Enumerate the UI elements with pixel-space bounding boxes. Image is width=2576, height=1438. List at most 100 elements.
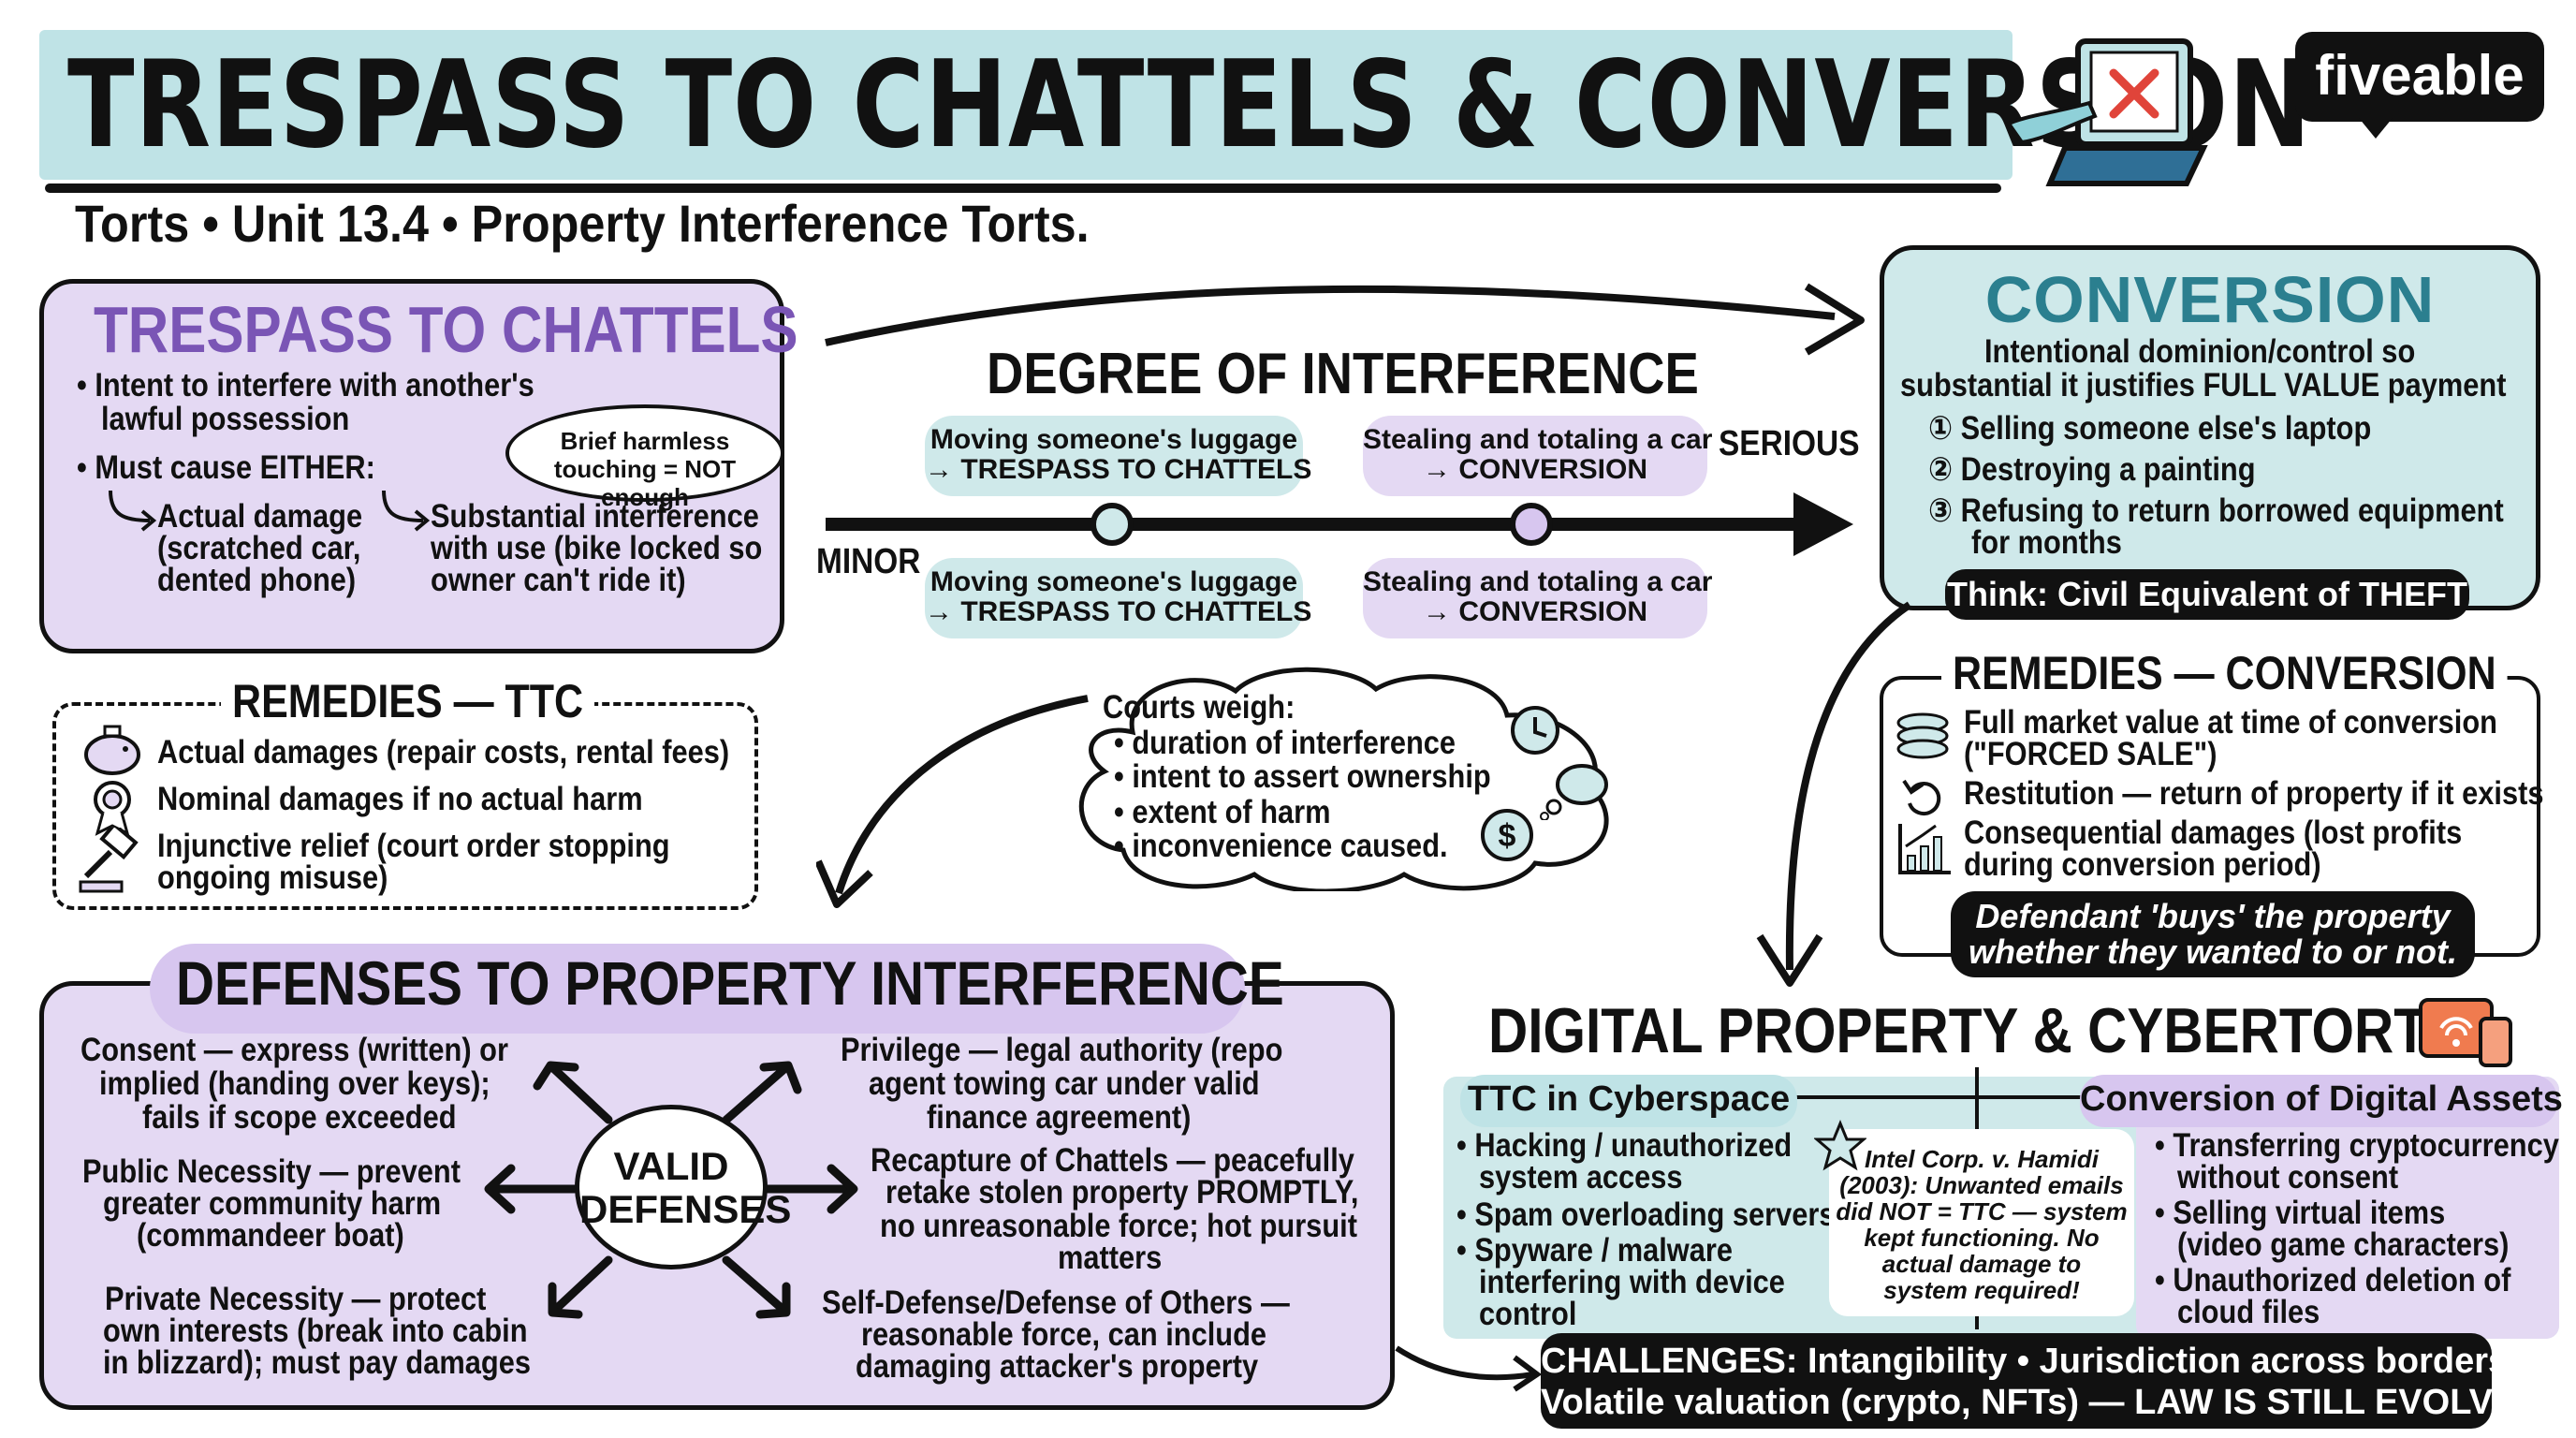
pill-line2: → TRESPASS TO CHATTELS xyxy=(925,454,1312,485)
ttc-interference-line1: Substantial interference xyxy=(431,498,759,535)
conv-remedy-market-line1: Full market value at time of conversion xyxy=(1964,704,2497,741)
pill-line1: Stealing and totaling a car xyxy=(1363,424,1713,455)
challenges-banner: CHALLENGES: Intangibility • Jurisdiction… xyxy=(1541,1333,2556,1429)
ttc-damage-line3: dented phone) xyxy=(157,562,357,598)
defenses-heading: DEFENSES TO PROPERTY INTERFERENCE xyxy=(176,948,1284,1018)
cyber-ttc-item3-cont1: interfering with device xyxy=(1479,1264,1785,1300)
laptop-x-icon xyxy=(2005,38,2208,186)
conv-remedy-consequential-line1: Consequential damages (lost profits xyxy=(1964,814,2463,851)
defendant-buys-badge: Defendant 'buys' the property whether th… xyxy=(1951,891,2475,977)
defense-spokes xyxy=(484,1061,858,1319)
case-line1: Intel Corp. v. Hamidi xyxy=(1865,1145,2099,1173)
fiveable-logo: fiveable xyxy=(2295,32,2544,122)
ttc-bullet-either: • Must cause EITHER: xyxy=(77,449,375,486)
pill-line1: Moving someone's luggage xyxy=(929,566,1298,597)
defense-recapture-line3: no unreasonable force; hot pursuit xyxy=(880,1208,1357,1244)
case-line6: system required! xyxy=(1883,1276,2080,1304)
ttc-damage-line1: Actual damage xyxy=(157,498,363,535)
speech-bubble: Brief harmless touching = NOT enough xyxy=(505,404,784,511)
valid-defenses-hub: VALID DEFENSES xyxy=(575,1105,792,1269)
thought-icon xyxy=(1540,764,1608,820)
digital-conv-item1-cont: without consent xyxy=(2177,1159,2399,1196)
remedies-conversion-heading: REMEDIES — CONVERSION xyxy=(1941,646,2508,700)
conversion-example-3-cont: for months xyxy=(1971,524,2122,561)
ttc-title: TRESPASS TO CHATTELS xyxy=(94,293,798,366)
page-subtitle: Torts • Unit 13.4 • Property Interferenc… xyxy=(75,194,1090,253)
digital-conv-item1: • Transferring cryptocurrency xyxy=(2155,1127,2559,1164)
digital-conv-item3: • Unauthorized deletion of xyxy=(2155,1262,2511,1299)
defenses-heading-band xyxy=(150,944,1245,1034)
ttc-bullet-intent: • Intent to interfere with another's xyxy=(77,367,534,404)
defense-public-line1: Public Necessity — prevent xyxy=(82,1153,461,1190)
defense-consent-line2: implied (handing over keys); xyxy=(99,1065,490,1102)
conversion-def-line1: Intentional dominion/control so xyxy=(1984,333,2416,370)
cyber-ttc-item3-cont2: control xyxy=(1479,1296,1577,1332)
defense-public-line3: (commandeer boat) xyxy=(137,1217,404,1254)
conversion-def-line2: substantial it justifies FULL VALUE paym… xyxy=(1900,367,2507,404)
hub-line1: VALID xyxy=(613,1144,729,1188)
tab-conversion-digital: Conversion of Digital Assets xyxy=(2080,1075,2563,1127)
degree-example-ttc-bottom: Moving someone's luggage→ TRESPASS TO CH… xyxy=(925,558,1312,638)
buys-line2: whether they wanted to or not. xyxy=(1968,932,2458,971)
ttc-damage-line2: (scratched car, xyxy=(157,530,361,566)
star-icon xyxy=(1814,1120,1866,1171)
conv-remedy-market-line2: ("FORCED SALE") xyxy=(1964,736,2217,772)
defense-privilege-line3: finance agreement) xyxy=(927,1099,1192,1136)
defense-consent-line3: fails if scope exceeded xyxy=(142,1099,457,1136)
conversion-title: CONVERSION xyxy=(1984,263,2436,336)
case-line3: did NOT = TTC — system xyxy=(1836,1197,2128,1225)
remedy-injunctive-line2: ongoing misuse) xyxy=(157,859,388,896)
remedy-injunctive-line1: Injunctive relief (court order stopping xyxy=(157,828,670,864)
challenges-line1: CHALLENGES: Intangibility • Jurisdiction… xyxy=(1541,1342,2530,1381)
hook-arrow-icon xyxy=(109,490,157,532)
logo-tail xyxy=(2359,118,2393,139)
cyber-ttc-item1: • Hacking / unauthorized xyxy=(1456,1127,1793,1164)
profit-chart-icon xyxy=(1898,824,1951,874)
courts-line1: • duration of interference xyxy=(1114,725,1456,761)
courts-line3: • extent of harm xyxy=(1114,794,1331,830)
defense-self-line3: damaging attacker's property xyxy=(856,1348,1259,1385)
hub-line2: DEFENSES xyxy=(579,1187,792,1231)
cyber-ttc-item2: • Spam overloading servers xyxy=(1456,1196,1836,1233)
cyber-ttc-item1-cont: system access xyxy=(1479,1159,1683,1196)
pill-line1: Moving someone's luggage xyxy=(929,424,1298,455)
dollar-icon: $ xyxy=(1481,809,1533,861)
degree-example-ttc-top: Moving someone's luggage→ TRESPASS TO CH… xyxy=(925,416,1312,496)
courts-line4: • inconvenience caused. xyxy=(1114,828,1448,864)
digital-heading: DIGITAL PROPERTY & CYBERTORTS xyxy=(1488,995,2464,1066)
clock-icon xyxy=(1511,706,1559,755)
case-line2: (2003): Unwanted emails xyxy=(1839,1171,2124,1199)
page-title: TRESPASS TO CHATTELS & CONVERSION xyxy=(67,36,2312,175)
ttc-bullet-intent-cont: lawful possession xyxy=(101,401,350,437)
conv-remedy-restitution: Restitution — return of property if it e… xyxy=(1964,775,2544,812)
courts-line0: Courts weigh: xyxy=(1103,689,1295,726)
degree-heading: DEGREE OF INTERFERENCE xyxy=(987,342,1699,406)
defense-private-line2: own interests (break into cabin xyxy=(103,1313,528,1349)
conversion-card xyxy=(1880,245,2540,610)
title-band xyxy=(39,30,2012,180)
wifi-device-icon xyxy=(2419,998,2512,1067)
think-theft-badge: Think: Civil Equivalent of THEFT xyxy=(1945,569,2469,620)
conversion-example-2: ② Destroying a painting xyxy=(1928,451,2256,488)
conversion-example-1: ① Selling someone else's laptop xyxy=(1928,410,2372,447)
courts-line2: • intent to assert ownership xyxy=(1114,758,1491,795)
defense-privilege-line2: agent towing car under valid xyxy=(869,1065,1260,1102)
pill-line1: Stealing and totaling a car xyxy=(1363,566,1713,597)
defense-private-line1: Private Necessity — protect xyxy=(105,1281,487,1317)
pill-line2: → CONVERSION xyxy=(1422,454,1648,485)
defense-private-line3: in blizzard); must pay damages xyxy=(103,1344,531,1381)
scale-minor-label: MINOR xyxy=(816,542,921,581)
pill-line2: → TRESPASS TO CHATTELS xyxy=(925,596,1312,627)
piggy-bank-icon xyxy=(84,725,140,775)
title-underline xyxy=(45,183,2001,193)
digital-conv-item2-cont: (video game characters) xyxy=(2177,1226,2510,1263)
case-line4: kept functioning. No xyxy=(1864,1224,2100,1252)
conversion-example-3: ③ Refusing to return borrowed equipment xyxy=(1928,492,2504,529)
hook-arrow-icon xyxy=(382,490,431,532)
digital-conv-item3-cont: cloud files xyxy=(2177,1294,2320,1330)
cyber-ttc-item3: • Spyware / malware xyxy=(1456,1232,1733,1269)
defense-consent-line1: Consent — express (written) or xyxy=(80,1032,508,1068)
remedy-actual-damages: Actual damages (repair costs, rental fee… xyxy=(157,734,730,770)
degree-example-conv-top: Stealing and totaling a car→ CONVERSION xyxy=(1363,416,1713,496)
degree-arrows xyxy=(825,283,1865,556)
